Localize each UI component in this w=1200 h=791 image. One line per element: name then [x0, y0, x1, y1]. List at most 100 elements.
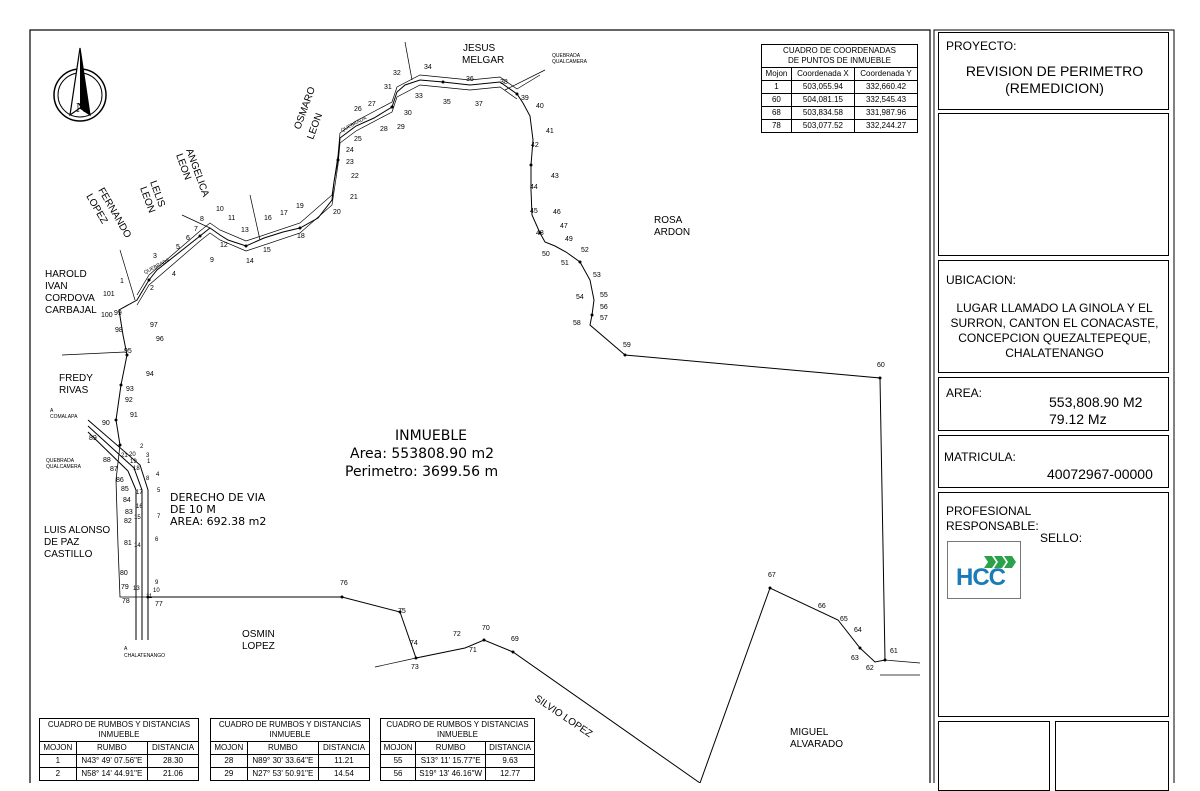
station-label: 79 — [121, 584, 129, 591]
road-station-label: 11 — [146, 594, 153, 600]
owner-fredy-1: FREDY — [59, 373, 93, 384]
road-line — [87, 425, 143, 640]
project-title-1: REVISION DE PERIMETRO — [965, 63, 1144, 79]
station-label: 94 — [146, 371, 154, 378]
station-label: 41 — [546, 128, 554, 135]
station-label: 16 — [264, 215, 272, 222]
professional-box: PROFESIONAL RESPONSABLE: SELLO: — [938, 492, 1169, 717]
road-station-label: 16 — [136, 504, 143, 510]
property-title: INMUEBLE — [395, 428, 467, 444]
road-station-label: 2 — [140, 444, 144, 450]
station-label: 70 — [482, 625, 490, 632]
owner-luis-3: CASTILLO — [44, 549, 93, 560]
road-station-label: 8 — [146, 476, 150, 482]
station-label: 5 — [176, 244, 180, 251]
north-arrow-icon: N — [53, 47, 107, 122]
owner-jesus-2: MELGAR — [462, 55, 504, 66]
station-label: 21 — [350, 194, 358, 201]
station-label: 48 — [536, 230, 544, 237]
owner-rosa-1: ROSA — [654, 215, 683, 226]
station-label: 65 — [840, 616, 848, 623]
station-label: 28 — [380, 126, 388, 133]
stream-line — [136, 84, 518, 306]
station-label: 4 — [172, 271, 176, 278]
to-comalapa-2: COMALAPA — [50, 414, 78, 420]
station-label: 74 — [410, 640, 418, 647]
road-edge — [115, 444, 148, 598]
road-station-label: 18 — [133, 466, 140, 472]
station-label: 77 — [155, 601, 163, 608]
station-label: 62 — [866, 665, 874, 672]
station-label: 75 — [398, 608, 406, 615]
station-label: 38 — [500, 79, 508, 86]
quebrada-left-2: QUALCAMERA — [46, 464, 82, 470]
road-station-label: 19 — [130, 459, 137, 465]
station-label: 99 — [114, 310, 122, 317]
registration-value: 40072967-00000 — [1047, 466, 1153, 482]
owner-osmaro-2: LEON — [305, 112, 325, 141]
station-label: 56 — [600, 304, 608, 311]
station-label: 50 — [542, 251, 550, 258]
location-box: UBICACION: LUGAR LLAMADO LA GINOLA Y EL … — [938, 260, 1169, 373]
station-label: 63 — [851, 655, 859, 662]
seal-label: SELLO: — [1040, 531, 1083, 545]
station-label: 92 — [125, 397, 133, 404]
station-label: 87 — [110, 466, 118, 473]
station-label: 89 — [89, 435, 97, 442]
station-label: 67 — [768, 572, 776, 579]
road-station-label: 17 — [136, 490, 143, 496]
station-label: 35 — [443, 99, 451, 106]
road-station-label: 15 — [134, 515, 141, 521]
station-label: 49 — [565, 236, 573, 243]
station-marks — [114, 80, 887, 662]
station-label: 71 — [469, 647, 477, 654]
station-label: 6 — [186, 235, 190, 242]
station-label: 30 — [404, 110, 412, 117]
road-station-label: 21 — [121, 453, 128, 459]
quebrada-top-1: QUEBRADA — [552, 53, 581, 59]
station-label: 15 — [263, 247, 271, 254]
station-label: 54 — [576, 294, 584, 301]
station-label: 37 — [475, 101, 483, 108]
road-station-label: 6 — [155, 537, 159, 543]
station-label: 44 — [530, 184, 538, 191]
station-label: 80 — [120, 570, 128, 577]
road-station-label: 4 — [156, 472, 160, 478]
owner-luis-1: LUIS ALONSO — [44, 525, 110, 536]
station-label: 76 — [340, 580, 348, 587]
area-m2: 553,808.90 M2 — [1049, 394, 1143, 410]
project-box: PROYECTO: REVISION DE PERIMETRO (REMEDIC… — [938, 32, 1169, 110]
station-label: 66 — [818, 603, 826, 610]
owner-silvio: SILVIO LOPEZ — [532, 693, 594, 740]
station-label: 61 — [890, 648, 898, 655]
property-perimeter: Perimetro: 3699.56 m — [345, 464, 498, 480]
road-station-label: 13 — [133, 586, 140, 592]
station-label: 23 — [346, 159, 354, 166]
right-of-way-2: DE 10 M — [170, 503, 216, 516]
station-label: 32 — [393, 70, 401, 77]
neighbor-labels: JESUS MELGAR OSMARO LEON ANGELICA LEON L… — [44, 43, 843, 750]
station-label: 88 — [103, 457, 111, 464]
area-mz: 79.12 Mz — [1049, 411, 1107, 427]
station-label: 98 — [115, 327, 123, 334]
road-line — [87, 419, 149, 640]
station-label: 72 — [453, 631, 461, 638]
owner-harold-1: HAROLD — [45, 269, 87, 280]
station-label: 14 — [246, 258, 254, 265]
owner-harold-3: CORDOVA — [45, 293, 95, 304]
to-chalatenango-2: CHALATENANGO — [124, 653, 165, 659]
blank-box — [938, 113, 1169, 256]
project-title-2: (REMEDICION) — [1005, 80, 1104, 96]
station-label: 47 — [560, 223, 568, 230]
station-label: 52 — [581, 247, 589, 254]
station-labels: 1234567891011121314151617181920212223242… — [89, 64, 898, 672]
area-box: AREA: 553,808.90 M2 79.12 Mz — [938, 377, 1169, 431]
road-station-label: 10 — [153, 588, 160, 594]
